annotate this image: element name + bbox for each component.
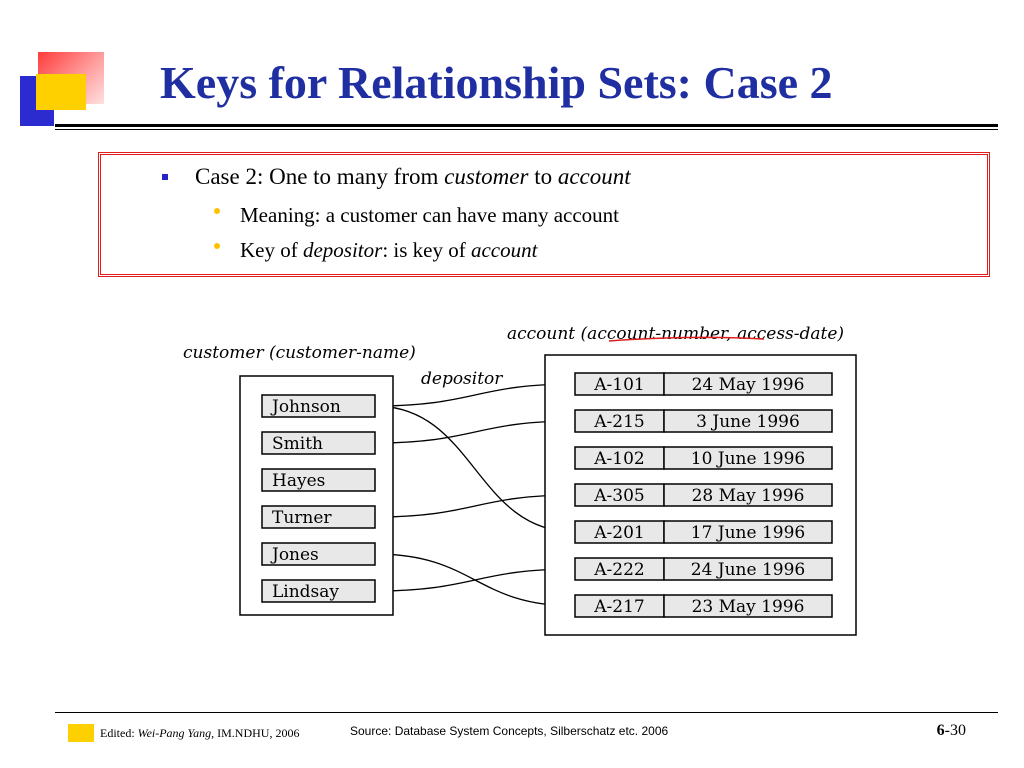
title-rule-thin [55, 129, 998, 130]
customer-name: Hayes [272, 471, 325, 491]
bullet-to-entity: account [557, 164, 631, 189]
key-underline [608, 336, 765, 342]
depositor-link [374, 494, 576, 518]
access-date: 10 June 1996 [691, 449, 805, 469]
slide-title: Keys for Relationship Sets: Case 2 [160, 57, 833, 108]
footer-page: -30 [944, 722, 966, 739]
access-date-box [663, 594, 833, 618]
subbullet-key-prefix: Key of [240, 238, 303, 262]
access-date-box [663, 520, 833, 544]
customer-name: Jones [270, 545, 319, 565]
account-number: A-222 [593, 560, 644, 580]
dot-bullet-icon [214, 208, 220, 214]
footer-affiliation: IM.NDHU, 2006 [214, 726, 300, 740]
access-date: 28 May 1996 [692, 486, 805, 506]
account-number: A-215 [593, 412, 644, 432]
customer-entity-box [261, 394, 376, 418]
link-lines [374, 383, 576, 607]
access-date: 24 June 1996 [691, 560, 805, 580]
account-number: A-201 [593, 523, 644, 543]
customer-entity-box [261, 505, 376, 529]
access-date-box [663, 483, 833, 507]
account-number: A-217 [593, 597, 644, 617]
subbullet-key-middle: : is key of [382, 238, 471, 262]
footer-yellow-square [68, 724, 94, 742]
subbullet-key-relationship: depositor [302, 238, 383, 262]
subbullet-meaning: Meaning: a customer can have many accoun… [240, 203, 620, 227]
access-date: 17 June 1996 [691, 523, 805, 543]
customer-entity-box [261, 579, 376, 603]
dot-bullet-icon [214, 243, 220, 249]
customer-name: Turner [272, 508, 332, 528]
customer-name: Smith [272, 434, 323, 454]
footer-page-number: 6-30 [937, 722, 966, 740]
access-date-box [663, 446, 833, 470]
footer-editor: Wei-Pang Yang, [137, 726, 215, 740]
account-number: A-102 [593, 449, 644, 469]
title-rule [55, 124, 998, 127]
depositor-link [374, 405, 576, 533]
depositor-link [374, 420, 576, 444]
depositor-link [374, 383, 576, 407]
footer-chapter: 6 [936, 722, 945, 739]
customer-set-label: customer (customer-name) [183, 343, 416, 363]
bullet-box [98, 152, 990, 277]
footer-edited: Edited: Wei-Pang Yang, IM.NDHU, 2006 [100, 726, 299, 741]
account-number: A-101 [593, 375, 644, 395]
access-date-box [663, 372, 833, 396]
depositor-link [374, 568, 576, 592]
bullet-case: Case 2: One to many from customer to acc… [195, 164, 631, 190]
access-date-box [663, 557, 833, 581]
subbullet-key-entity: account [470, 238, 538, 262]
access-date: 23 May 1996 [692, 597, 805, 617]
logo-yellow-square [36, 74, 86, 110]
bullet-from-entity: customer [444, 164, 529, 189]
bullet-prefix: Case 2: One to many from [195, 164, 445, 189]
access-date: 3 June 1996 [696, 412, 800, 432]
access-date-box [663, 409, 833, 433]
customer-entity-box [261, 542, 376, 566]
square-bullet-icon [162, 174, 168, 180]
customer-entity-box [261, 431, 376, 455]
access-date: 24 May 1996 [692, 375, 805, 395]
customer-entity-box [261, 468, 376, 492]
depositor-label: depositor [421, 369, 503, 389]
account-set-label: account (account-number, access-date) [507, 324, 844, 344]
footer-rule [55, 712, 998, 713]
customer-name: Johnson [270, 397, 341, 417]
customer-name: Lindsay [272, 582, 339, 602]
account-number: A-305 [593, 486, 644, 506]
subbullet-key: Key of depositor: is key of account [240, 238, 537, 263]
footer-edited-label: Edited: [100, 726, 138, 740]
footer-source: Source: Database System Concepts, Silber… [350, 724, 669, 738]
bullet-middle: to [528, 164, 558, 189]
